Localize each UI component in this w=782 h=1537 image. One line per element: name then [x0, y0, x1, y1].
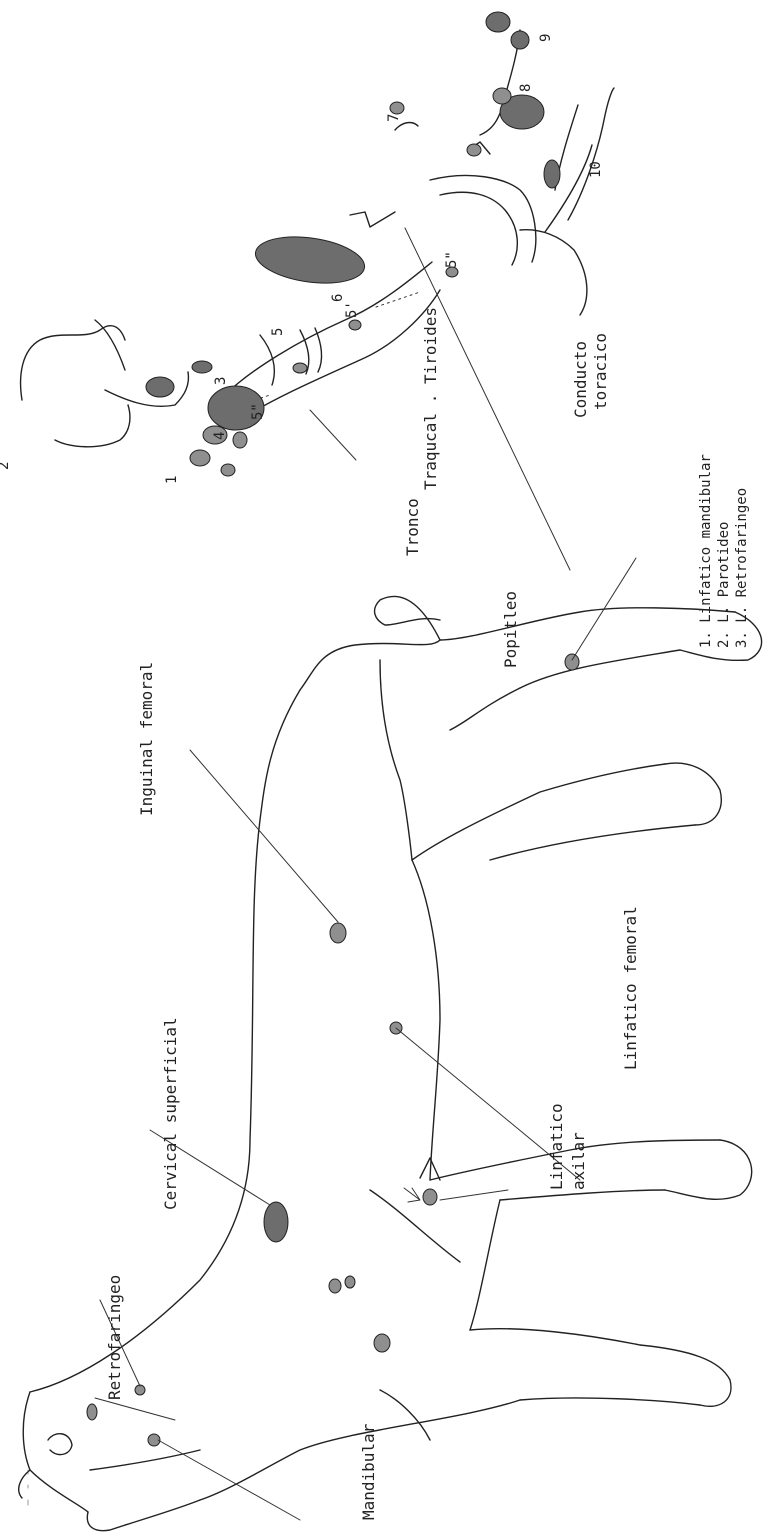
- label-mandibular: Mandibular: [359, 1423, 378, 1520]
- label-toracico: toracico: [591, 333, 610, 410]
- legend: 1. Linfatico mandibular 2. L. Parotideo …: [698, 454, 750, 648]
- number-1: 1: [164, 476, 180, 484]
- number-5-double-prime-a: 5": [250, 403, 266, 420]
- label-tronco: Tronco: [403, 498, 422, 556]
- legend-item-3: 3. L. Retrofaringeo: [734, 488, 750, 648]
- label-linfatico-femoral: Linfatico femoral: [621, 906, 640, 1070]
- label-conducto: Conducto: [571, 341, 590, 418]
- label-cervical-superficial: Cervical superficial: [161, 1017, 180, 1210]
- number-3: 3: [213, 377, 229, 385]
- label-inguinal-femoral: Inguinal femoral: [137, 662, 156, 816]
- number-5: 5: [270, 328, 286, 336]
- label-retrofaringeo: Retrofaringeo: [105, 1275, 124, 1400]
- number-5-double-prime: 5": [444, 251, 460, 268]
- number-9: 9: [538, 34, 554, 42]
- label-linfatico-axilar-2: axilar: [569, 1132, 588, 1190]
- label-traqucal-tiroides: Traqucal . Tiroides: [421, 307, 440, 490]
- number-2: 2: [0, 462, 12, 470]
- legend-item-2: 2. L. Parotideo: [716, 522, 732, 648]
- number-6: 6: [330, 294, 346, 302]
- trunk-detail-drawing: [21, 12, 614, 570]
- number-7: 7: [386, 114, 402, 122]
- legend-item-1: 1. Linfatico mandibular: [698, 454, 714, 648]
- number-5-prime: 5': [344, 301, 360, 318]
- dog-outline-drawing: [19, 558, 762, 1531]
- label-popitleo: Popitleo: [501, 591, 520, 668]
- number-4: 4: [212, 432, 228, 440]
- label-linfatico-axilar-1: Linfatico: [547, 1103, 566, 1190]
- number-8: 8: [518, 84, 534, 92]
- number-10: 10: [588, 161, 604, 178]
